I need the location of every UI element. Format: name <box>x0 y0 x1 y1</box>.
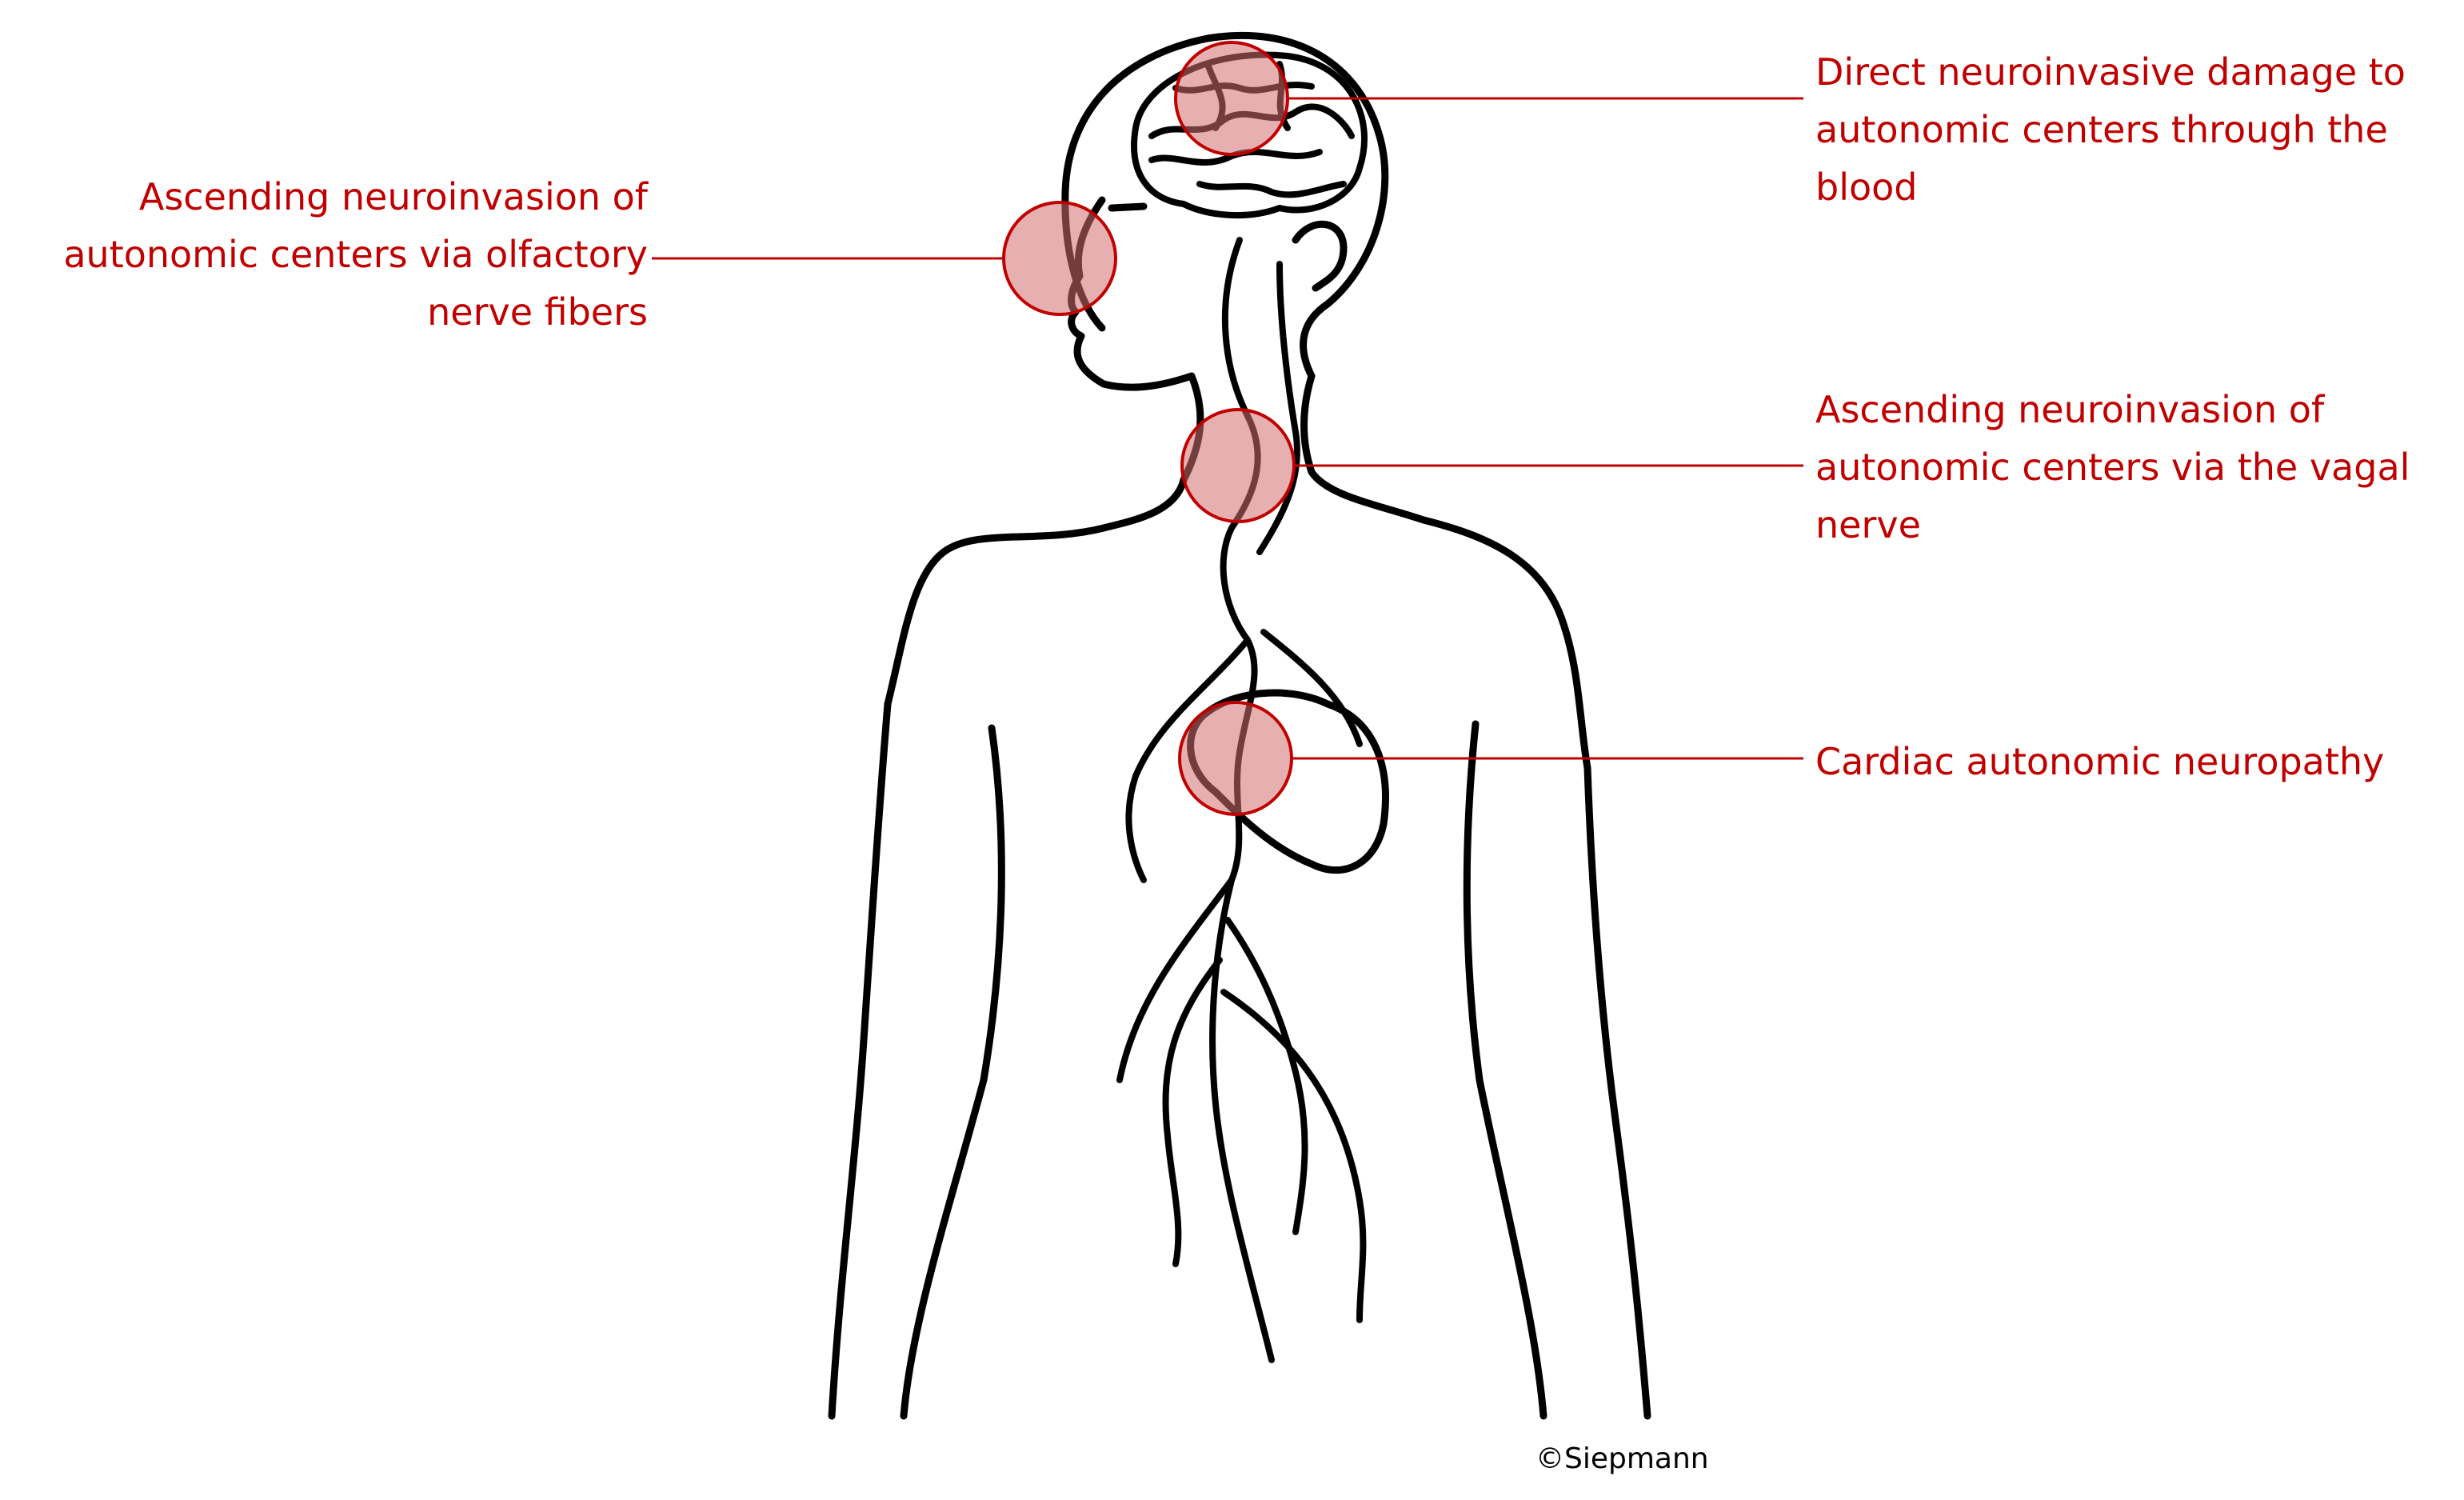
label-blood-route: Direct neuroinvasive damage to autonomic… <box>1815 50 2406 209</box>
copyright-notice: ©Siepmann <box>1536 1442 1709 1475</box>
site-vagal <box>1180 408 1296 523</box>
site-brain <box>1174 41 1289 156</box>
site-olfactory <box>1002 201 1117 316</box>
eye <box>1108 202 1148 212</box>
ear <box>1292 220 1348 292</box>
head-outline <box>1061 31 1389 380</box>
neck-left <box>884 476 1188 708</box>
label-olfactory-route: Ascending neuroinvasion of autonomic cen… <box>63 175 648 334</box>
torso-right-inner <box>1463 720 1547 1420</box>
site-heart <box>1178 701 1293 816</box>
torso-left-inner <box>900 724 1005 1420</box>
label-cardiac-neuropathy: Cardiac autonomic neuropathy <box>1815 740 2385 783</box>
torso-left-outer <box>828 700 892 1420</box>
torso-right-outer <box>1583 764 1651 1420</box>
neck-right <box>1300 372 1591 772</box>
label-vagal-route: Ascending neuroinvasion of autonomic cen… <box>1815 388 2410 546</box>
